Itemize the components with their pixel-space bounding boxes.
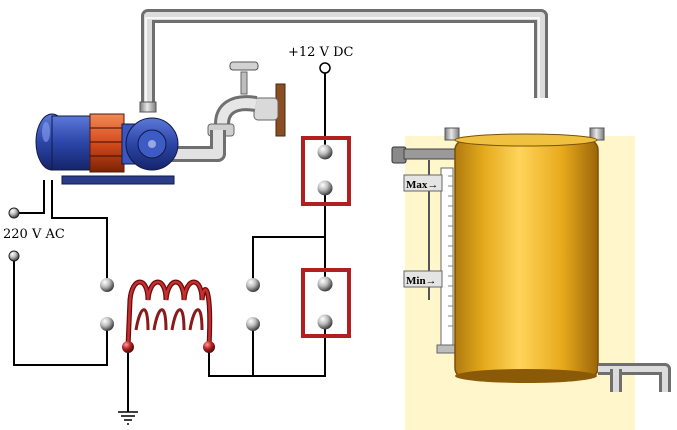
water-tank-icon [454, 133, 599, 383]
max-level-label: Max→ [406, 179, 438, 191]
coil-terminal-left [122, 341, 134, 353]
ac-terminal-2 [8, 250, 20, 262]
ac-terminal-1 [8, 207, 20, 219]
lower-level-switch [301, 268, 351, 338]
upper-switch-contact-top [317, 144, 333, 160]
min-level-marker [403, 270, 443, 288]
upper-switch-contact-bottom [317, 180, 333, 196]
lower-switch-contact-top [317, 276, 333, 292]
faucet-icon [207, 61, 286, 137]
gauge-ticks [448, 175, 453, 327]
max-level-marker [403, 174, 443, 192]
tank-inlet-stubs [444, 127, 605, 141]
tank-outlet-pipe [598, 363, 671, 392]
relay-contact-ac-top [100, 278, 114, 292]
dc-supply-label: +12 V DC [288, 45, 354, 60]
dc-supply-terminal [319, 62, 331, 74]
upper-level-switch [301, 136, 351, 206]
coil-terminal-right [203, 341, 215, 353]
ground-icon [118, 411, 138, 425]
level-gauge: Max→ Min→ [391, 146, 458, 354]
lower-switch-contact-bottom [317, 314, 333, 330]
relay-coil-icon [122, 279, 215, 353]
min-level-label: Min→ [406, 275, 437, 287]
ac-supply-label: 220 V AC [3, 227, 65, 242]
supply-pipe [141, 9, 548, 108]
relay-contact-ac-bottom [100, 317, 114, 331]
centrifugal-pump-icon [35, 101, 179, 185]
relay-contact-dc-bottom [246, 317, 260, 331]
wiring [13, 72, 326, 412]
relay-contacts [100, 278, 260, 331]
relay-contact-dc-top [246, 278, 260, 292]
